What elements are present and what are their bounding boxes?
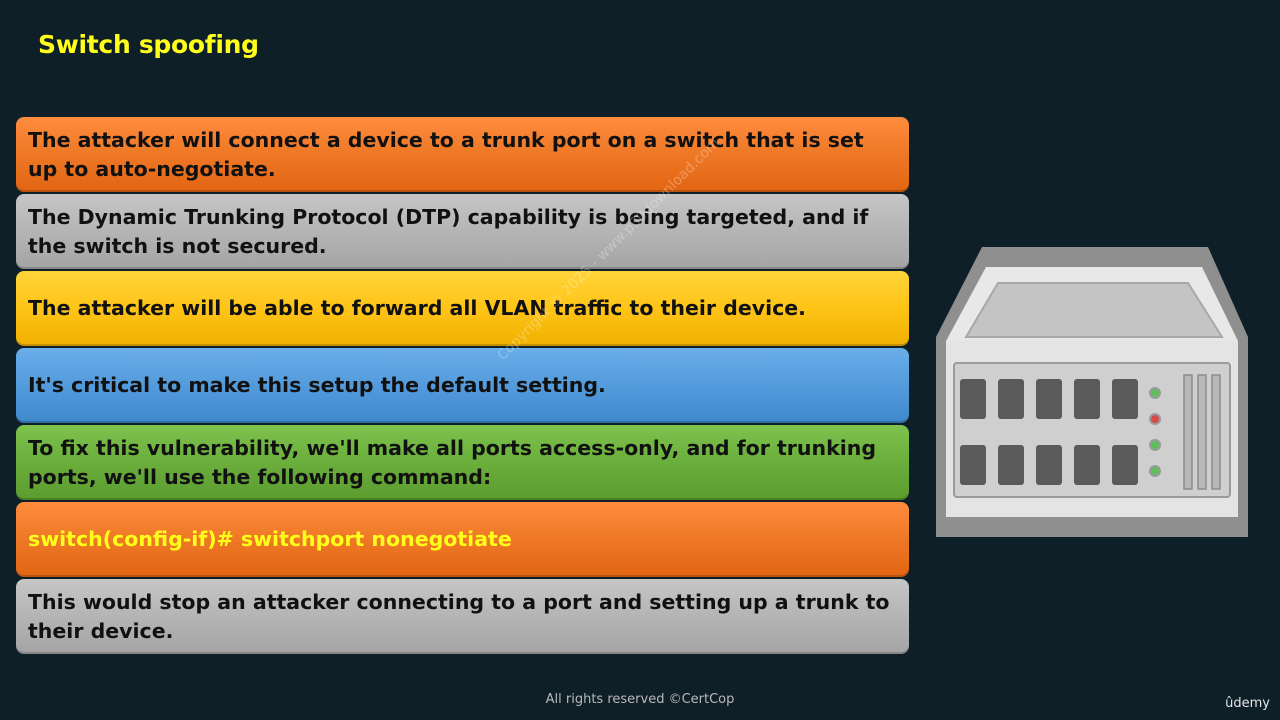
panel-text: It's critical to make this setup the def… bbox=[28, 373, 606, 397]
port-row-top bbox=[960, 379, 1138, 419]
switch-top-panel bbox=[964, 282, 1224, 338]
status-leds bbox=[1149, 387, 1161, 477]
module-slots bbox=[1183, 374, 1221, 490]
content-panels: The attacker will connect a device to a … bbox=[16, 117, 909, 656]
panel-text: The attacker will be able to forward all… bbox=[28, 296, 806, 320]
port-row-bottom bbox=[960, 445, 1138, 485]
udemy-logo: ûdemy bbox=[1225, 696, 1270, 711]
footer-copyright: All rights reserved ©CertCop bbox=[545, 692, 735, 707]
command-text: switch(config-if)# switchport nonegotiat… bbox=[28, 527, 512, 551]
panel-attacker-connects: The attacker will connect a device to a … bbox=[16, 117, 909, 192]
panel-text: The attacker will connect a device to a … bbox=[28, 127, 864, 181]
panel-dtp-targeted: The Dynamic Trunking Protocol (DTP) capa… bbox=[16, 194, 909, 269]
slide-title: Switch spoofing bbox=[38, 30, 259, 59]
panel-text: To fix this vulnerability, we'll make al… bbox=[28, 435, 876, 489]
panel-stop-attacker: This would stop an attacker connecting t… bbox=[16, 579, 909, 654]
network-switch-icon bbox=[936, 247, 1248, 537]
panel-text: The Dynamic Trunking Protocol (DTP) capa… bbox=[28, 204, 869, 258]
panel-forward-vlan-traffic: The attacker will be able to forward all… bbox=[16, 271, 909, 346]
panel-command: switch(config-if)# switchport nonegotiat… bbox=[16, 502, 909, 577]
panel-default-setting: It's critical to make this setup the def… bbox=[16, 348, 909, 423]
panel-text: This would stop an attacker connecting t… bbox=[28, 589, 890, 643]
panel-fix-vulnerability: To fix this vulnerability, we'll make al… bbox=[16, 425, 909, 500]
